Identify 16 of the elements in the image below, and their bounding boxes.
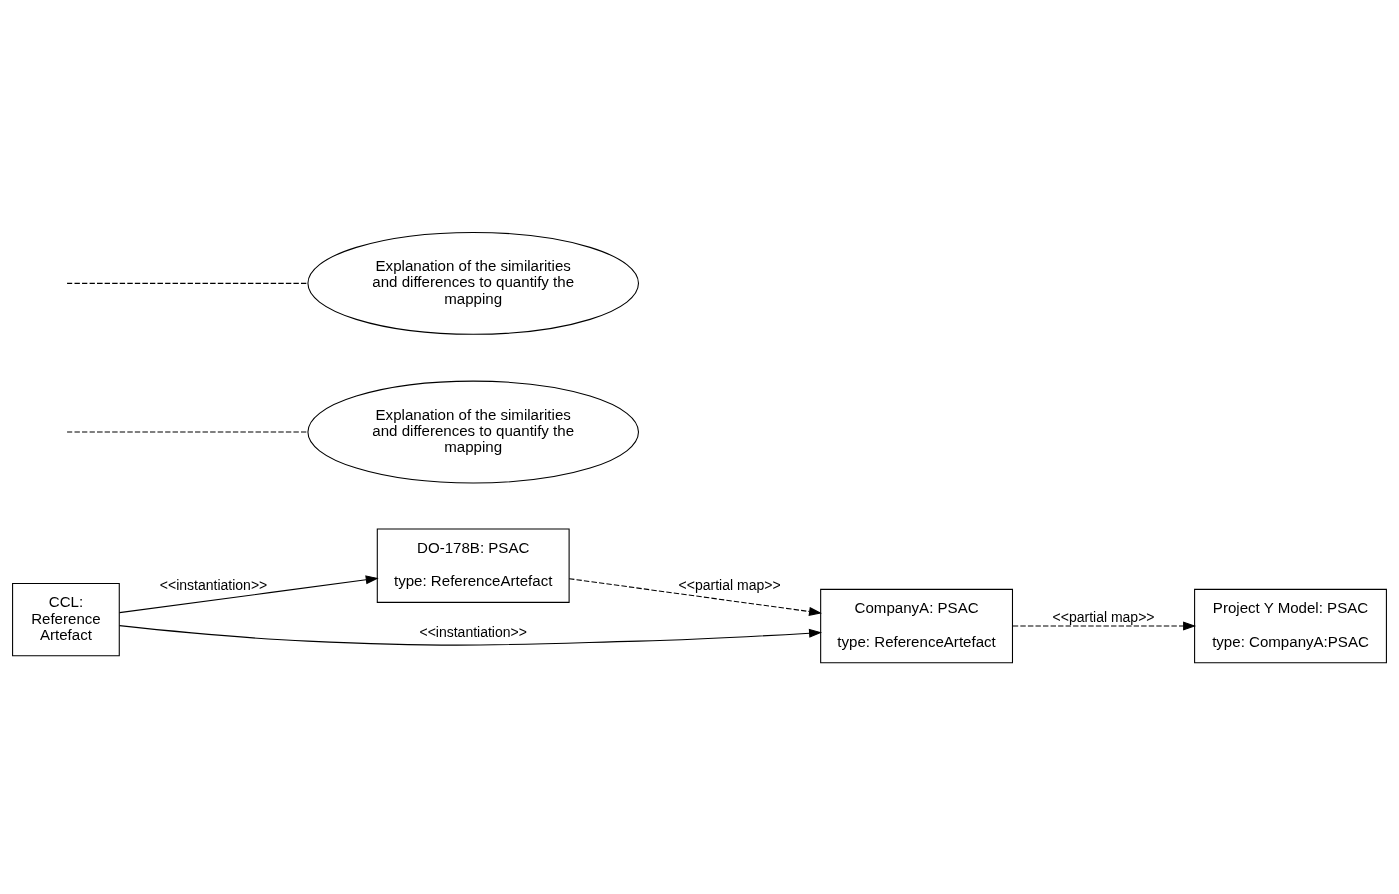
connector: [66, 282, 309, 284]
node-ellipse: Explanation of the similarities and differences to quantify the mapping: [307, 231, 640, 335]
node-box: CCL: Reference Artefact: [12, 582, 120, 656]
edge-label: <<instantiation>>: [419, 623, 527, 640]
edge-label: <<partial map>>: [1052, 608, 1155, 625]
node-box: CompanyA: PSAC type: ReferenceArtefact: [820, 588, 1013, 663]
node-ellipse: Explanation of the similarities and differences to quantify the mapping: [307, 380, 640, 484]
node-box: Project Y Model: PSAC type: CompanyA:PSAC: [1194, 588, 1387, 663]
arrow: [119, 624, 823, 646]
arrow: [568, 577, 822, 616]
arrow: [119, 574, 379, 613]
edge-label: <<partial map>>: [678, 576, 781, 593]
arrow: [1012, 621, 1197, 631]
node-box: DO-178B: PSAC type: ReferenceArtefact: [376, 528, 570, 603]
connector: [66, 431, 309, 433]
edge-label: <<instantiation>>: [159, 576, 268, 593]
